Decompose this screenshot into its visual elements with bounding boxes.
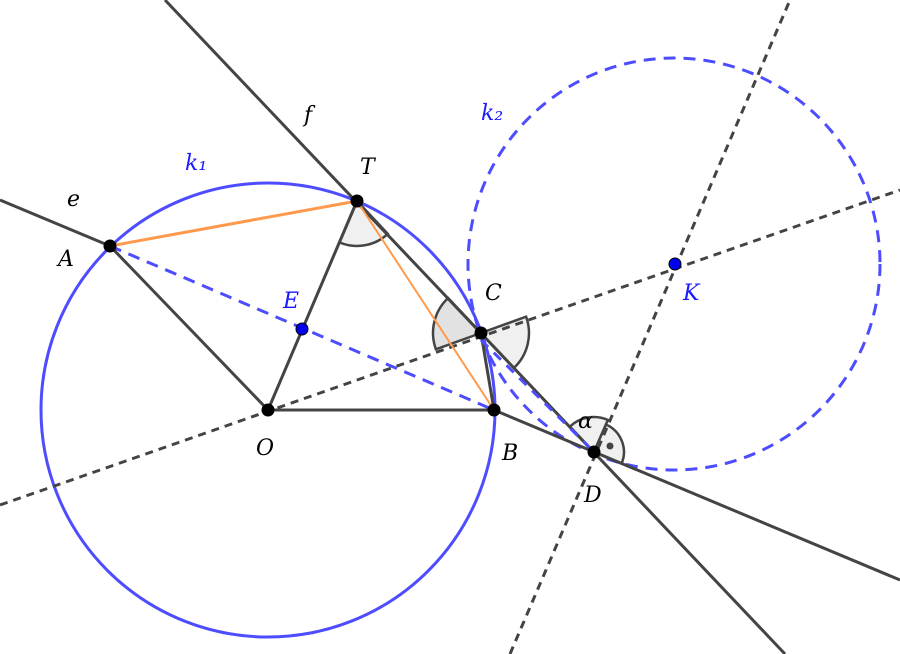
line-f bbox=[163, 0, 787, 654]
line-OC-dotted bbox=[0, 188, 900, 507]
label-line-f: f bbox=[302, 103, 316, 128]
right-angle-dot bbox=[606, 442, 614, 450]
label-circle-k1: k₁ bbox=[185, 151, 207, 176]
point-K[interactable] bbox=[668, 257, 682, 271]
line-e-right bbox=[493, 408, 900, 582]
segment-AT bbox=[109, 199, 358, 248]
segment-OT bbox=[266, 200, 359, 411]
label-E: E bbox=[282, 289, 299, 314]
line-DK-dotted bbox=[508, 0, 792, 654]
segment-CB bbox=[479, 332, 496, 411]
label-D: D bbox=[583, 483, 602, 508]
label-T: T bbox=[360, 155, 377, 180]
label-A: A bbox=[56, 247, 74, 272]
point-B[interactable] bbox=[487, 403, 501, 417]
point-C[interactable] bbox=[474, 326, 488, 340]
point-D[interactable] bbox=[587, 445, 601, 459]
label-O: O bbox=[256, 436, 274, 461]
label-K: K bbox=[682, 281, 701, 306]
label-line-e: e bbox=[67, 187, 80, 212]
line-e-left bbox=[0, 198, 111, 248]
label-B: B bbox=[501, 441, 518, 466]
point-A[interactable] bbox=[103, 239, 117, 253]
circle-k2 bbox=[466, 56, 882, 472]
label-C: C bbox=[485, 281, 502, 306]
segment-CD-dashed bbox=[479, 338, 596, 454]
segment-AO bbox=[108, 244, 270, 412]
point-O[interactable] bbox=[261, 403, 275, 417]
segment-TB bbox=[356, 200, 495, 411]
angle-at-C-right bbox=[478, 315, 531, 370]
label-circle-k2: k₂ bbox=[481, 101, 503, 126]
point-E[interactable] bbox=[295, 322, 309, 336]
point-T[interactable] bbox=[350, 194, 364, 208]
label-alpha: α bbox=[578, 409, 593, 434]
